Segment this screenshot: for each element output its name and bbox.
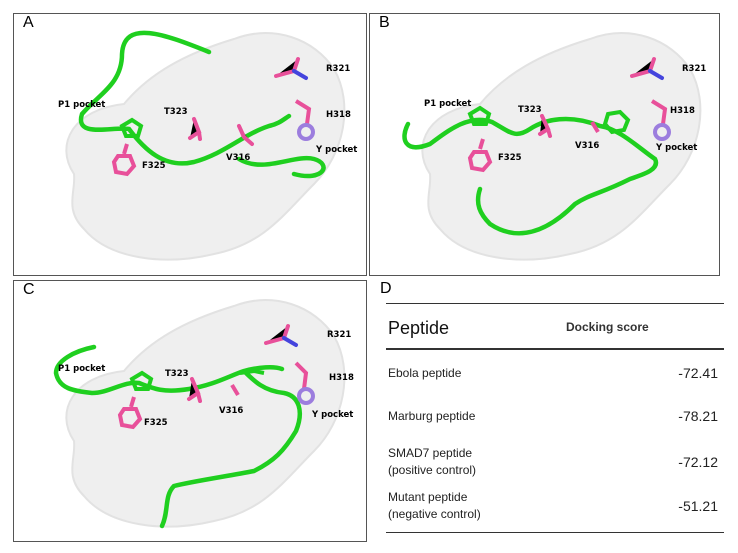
panel-a-label: A: [23, 14, 34, 31]
residue-h318: [294, 99, 315, 141]
panel-b-structure: R321 P1 pocket T323 H318 F325 V316 Y poc…: [402, 32, 706, 261]
residue-f325: [467, 138, 493, 173]
label-r321: R321: [326, 64, 350, 74]
row-peptide-note: (negative control): [388, 507, 481, 521]
residue-v316: [590, 109, 631, 135]
table-header-rule: [386, 348, 724, 350]
panel-b-label: B: [379, 14, 390, 31]
residue-t323: [187, 377, 202, 403]
label-f325: F325: [498, 153, 522, 163]
label-h318: H318: [329, 373, 354, 383]
label-p1-pocket: P1 pocket: [58, 100, 105, 110]
peptide-backbone: [402, 116, 659, 236]
label-f325: F325: [142, 161, 166, 171]
label-v316: V316: [219, 406, 243, 416]
residue-t323: [188, 117, 202, 141]
label-f325: F325: [144, 418, 168, 428]
peptide-ring-p1: [467, 105, 492, 126]
residue-h318: [294, 361, 315, 405]
label-t323: T323: [164, 107, 188, 117]
label-h318: H318: [326, 110, 351, 120]
label-t323: T323: [518, 105, 542, 115]
row-docking-score: -51.21: [678, 498, 718, 514]
residue-r321: [264, 324, 298, 347]
label-r321: R321: [327, 330, 351, 340]
label-p1-pocket: P1 pocket: [424, 99, 471, 109]
label-p1-pocket: P1 pocket: [58, 364, 105, 374]
row-peptide-name: Marburg peptide: [388, 409, 476, 423]
label-r321: R321: [682, 64, 706, 74]
residue-f325: [111, 143, 137, 177]
row-docking-score: -78.21: [678, 408, 718, 424]
label-y-pocket: Y pocket: [315, 145, 357, 155]
residue-f325: [117, 396, 143, 430]
row-docking-score: -72.12: [678, 454, 718, 470]
row-peptide-note: (positive control): [388, 463, 477, 477]
row-docking-score: -72.41: [678, 365, 718, 381]
panel-d-label: D: [380, 280, 392, 297]
row-peptide-name: SMAD7 peptide: [388, 446, 473, 460]
residue-v316: [230, 368, 265, 397]
table-top-rule: [386, 303, 724, 304]
panel-a: A R321 P1 pocket T323 H318 F325 V316 Y p…: [13, 13, 367, 276]
residue-r321: [630, 57, 664, 80]
row-peptide-name: Mutant peptide: [388, 490, 468, 504]
residue-v316: [237, 124, 254, 146]
protein-surface: [65, 299, 346, 528]
label-y-pocket: Y pocket: [311, 410, 353, 420]
label-t323: T323: [165, 369, 189, 379]
peptide-ring-p1: [119, 117, 144, 138]
label-v316: V316: [575, 141, 599, 151]
residue-t323: [538, 114, 552, 138]
panel-d: D Peptide Docking score Ebola peptide -7…: [378, 280, 736, 550]
label-h318: H318: [670, 106, 695, 116]
panel-c-structure: R321 P1 pocket T323 H318 F325 V316 Y poc…: [53, 299, 354, 529]
panel-c: C R321 P1 pocket T323 H318 F325 V316 Y p…: [13, 280, 367, 542]
label-v316: V316: [226, 153, 250, 163]
table-bottom-rule: [386, 532, 724, 533]
protein-surface: [65, 32, 346, 261]
residue-r321: [274, 57, 308, 80]
peptide-ring-p1: [129, 370, 154, 391]
panel-a-structure: R321 P1 pocket T323 H318 F325 V316 Y poc…: [58, 30, 357, 261]
table-header-score: Docking score: [566, 320, 649, 334]
label-y-pocket: Y pocket: [655, 143, 697, 153]
table-header-peptide: Peptide: [388, 318, 450, 338]
row-peptide-name: Ebola peptide: [388, 366, 462, 380]
residue-h318: [650, 99, 671, 141]
panel-b: B R321 P1 pocket T323 H318 F325 V316 Y p…: [369, 13, 720, 276]
panel-c-label: C: [23, 281, 35, 298]
protein-surface: [421, 32, 702, 261]
